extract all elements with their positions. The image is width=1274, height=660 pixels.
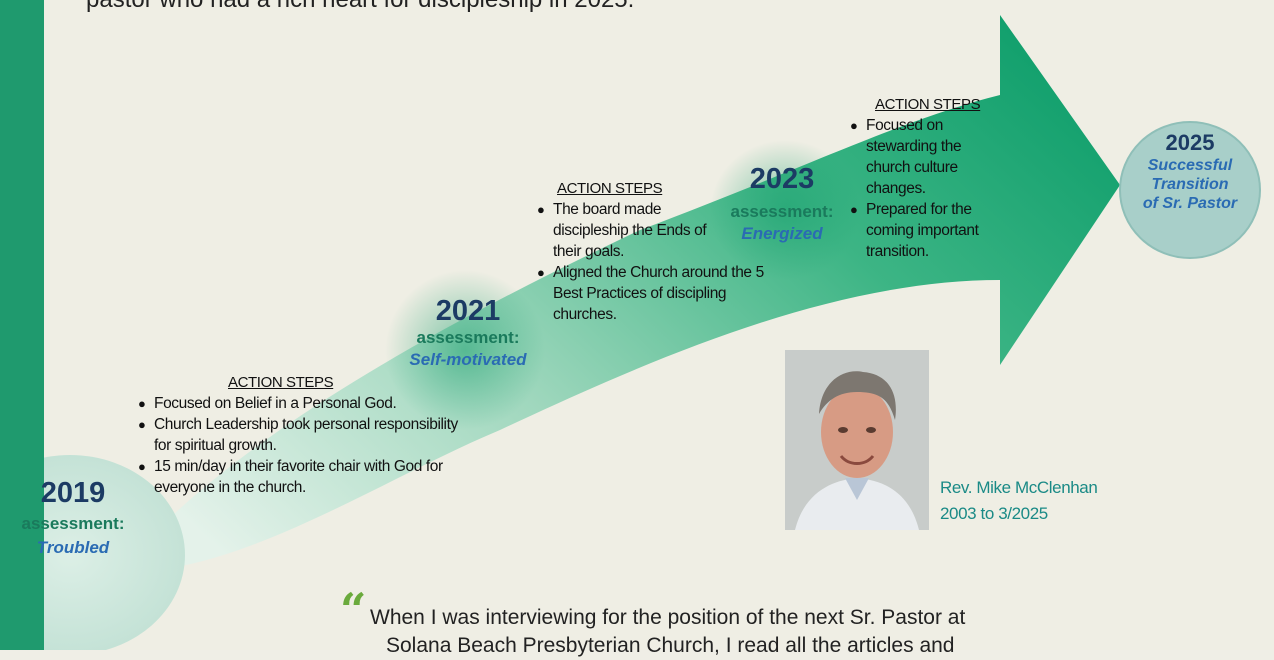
action-steps-2021: ACTION STEPS The board made discipleship… bbox=[537, 178, 777, 325]
glow-2023 bbox=[710, 140, 860, 280]
status-2023: Energized bbox=[741, 224, 823, 243]
assessment-label: assessment: bbox=[730, 202, 834, 221]
stage-2021: 2021 assessment: Self-motivated bbox=[398, 296, 538, 370]
action-step-item: 15 min/day in their favorite chair with … bbox=[138, 456, 468, 498]
year-2023: 2023 bbox=[749, 163, 815, 195]
assessment-label: assessment: bbox=[416, 328, 520, 347]
left-accent-bar bbox=[0, 0, 44, 650]
stage-2019: 2019 assessment: Troubled bbox=[8, 478, 138, 558]
action-step-item: Prepared for the coming important transi… bbox=[850, 199, 1006, 262]
quote-line-1: When I was interviewing for the position… bbox=[370, 606, 966, 629]
testimonial-quote: “ When I was interviewing for the positi… bbox=[340, 587, 966, 660]
year-2025: 2025 bbox=[1165, 130, 1215, 155]
pastor-photo bbox=[785, 350, 929, 530]
action-step-item: Church Leadership took personal responsi… bbox=[138, 414, 468, 456]
action-steps-heading: ACTION STEPS bbox=[875, 96, 981, 113]
assessment-label: assessment: bbox=[21, 514, 125, 533]
quote-mark-icon: “ bbox=[340, 583, 367, 637]
glow-2021 bbox=[385, 270, 545, 430]
action-step-item: The board made discipleship the Ends of … bbox=[537, 199, 723, 262]
status-line-2: Transition bbox=[1151, 176, 1229, 193]
status-line-3: of Sr. Pastor bbox=[1142, 195, 1238, 212]
year-2019: 2019 bbox=[40, 477, 106, 509]
status-2019: Troubled bbox=[36, 538, 110, 557]
action-steps-heading: ACTION STEPS bbox=[557, 180, 663, 197]
action-steps-heading: ACTION STEPS bbox=[228, 374, 334, 391]
action-step-item: Aligned the Church around the 5 Best Pra… bbox=[537, 262, 778, 325]
status-line-1: Successful bbox=[1147, 157, 1233, 174]
photo-caption: Rev. Mike McClenhan 2003 to 3/2025 bbox=[940, 475, 1098, 527]
stage-2025: 2025 Successful Transition of Sr. Pastor bbox=[1124, 130, 1256, 213]
pastor-name: Rev. Mike McClenhan bbox=[940, 478, 1098, 497]
status-2021: Self-motivated bbox=[409, 350, 527, 369]
end-circle bbox=[1119, 121, 1261, 259]
quote-line-2: Solana Beach Presbyterian Church, I read… bbox=[386, 634, 955, 657]
action-steps-2019: ACTION STEPS Focused on Belief in a Pers… bbox=[138, 372, 468, 498]
action-step-item: Focused on Belief in a Personal God. bbox=[138, 393, 468, 414]
pastor-tenure: 2003 to 3/2025 bbox=[940, 504, 1048, 523]
action-steps-2023: ACTION STEPS Focused on stewarding the c… bbox=[850, 94, 1050, 262]
start-bubble bbox=[0, 455, 185, 650]
action-step-item: Focused on stewarding the church culture… bbox=[850, 115, 1006, 199]
year-2021: 2021 bbox=[435, 295, 501, 327]
stage-2023: 2023 assessment: Energized bbox=[712, 164, 852, 244]
